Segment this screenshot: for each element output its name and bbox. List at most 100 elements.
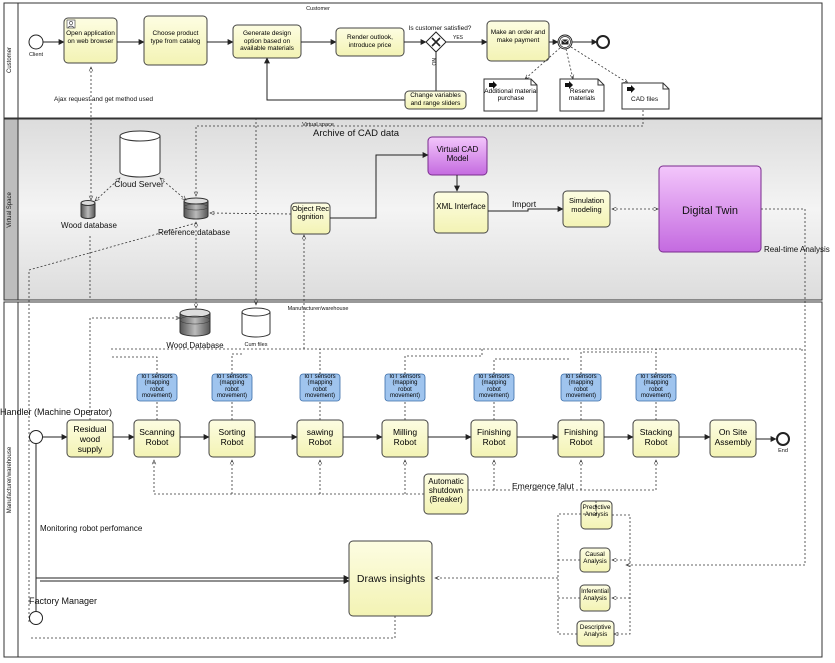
iot-sensor-2[interactable]: IoT sensors (mapping robot movement): [211, 373, 253, 402]
task-label: Draws insights: [357, 573, 425, 585]
task-label: Predictive Analysis: [582, 504, 611, 518]
cum-files-cylinder[interactable]: Cum files: [241, 307, 271, 348]
robot-milling[interactable]: Milling Robot: [381, 419, 429, 458]
digital-twin[interactable]: Digital Twin: [658, 165, 762, 253]
intermediate-message-event[interactable]: [557, 34, 573, 50]
factory-manager-label: Factory Manager: [29, 596, 97, 606]
robot-finishing-1[interactable]: Finishing Robot: [470, 419, 518, 458]
wood-database-label: Wood Database: [166, 341, 224, 350]
wood-database-label: Wood database: [61, 221, 117, 230]
sensor-label: IoT sensors (mapping robot movement): [565, 374, 597, 400]
start-label: Client: [29, 52, 44, 58]
lane-label-customer: Customer: [7, 47, 13, 73]
virtual-cad-model[interactable]: Virtual CAD Model: [427, 136, 488, 176]
task-make-order[interactable]: Make an order and make payment: [486, 20, 550, 62]
ajax-note: Ajax request and get method used: [54, 96, 153, 103]
wood-database-cylinder-2[interactable]: Wood Database: [166, 308, 224, 350]
robot-label: sawing Robot: [306, 427, 334, 447]
sensor-label: IoT sensors (mapping robot movement): [389, 374, 421, 400]
user-icon: [66, 19, 76, 29]
task-label: Change variables and range sliders: [410, 92, 461, 107]
gateway-question: Is customer satisfied?: [409, 25, 472, 32]
document-additional-material[interactable]: Additional material purchase: [482, 78, 540, 112]
task-draws-insights[interactable]: Draws insights: [348, 540, 433, 617]
task-render-outlook[interactable]: Render outlook, introduce price: [335, 27, 405, 57]
task-label: XML Interface: [436, 202, 486, 211]
task-descriptive-analysis[interactable]: Descriptive Analysis: [576, 620, 615, 647]
sensor-links: [111, 349, 657, 420]
task-automatic-shutdown[interactable]: Automatic shutdown (Breaker): [423, 473, 469, 515]
robot-label: Milling Robot: [392, 427, 418, 447]
task-residual-wood[interactable]: Residual wood supply: [66, 419, 114, 458]
task-label: Object Recognition: [291, 205, 330, 221]
cloud-server-cylinder[interactable]: Cloud Server: [114, 130, 164, 189]
task-label: Inferential Analysis: [581, 588, 609, 602]
task-generate-design[interactable]: Generate design option based on availabl…: [232, 24, 302, 59]
task-label: Virtual CAD Model: [436, 145, 479, 163]
task-inferential-analysis[interactable]: Inferential Analysis: [579, 584, 611, 612]
robot-label: Scanning Robot: [139, 427, 175, 447]
task-label: Choose product type from catalog: [150, 30, 201, 45]
cum-files-label: Cum files: [245, 342, 268, 348]
document-label: CAD files: [631, 96, 659, 103]
document-label: Reserve materials: [568, 88, 596, 102]
arrow-right-icon: [627, 85, 635, 93]
task-object-recognition[interactable]: Object Recognition: [290, 202, 331, 235]
task-label: On Site Assembly: [714, 427, 752, 447]
robot-sorting[interactable]: Sorting Robot: [208, 419, 256, 458]
iot-sensor-7[interactable]: IoT sensors (mapping robot movement): [635, 373, 677, 402]
envelope-icon: [561, 39, 569, 45]
document-reserve-materials[interactable]: Reserve materials: [559, 78, 605, 112]
task-change-variables[interactable]: Change variables and range sliders: [404, 90, 467, 110]
task-predictive-analysis[interactable]: Predictive Analysis: [580, 500, 613, 530]
sensor-label: IoT sensors (mapping robot movement): [640, 374, 672, 400]
start-event-client[interactable]: Client: [28, 34, 44, 58]
wood-database-cylinder[interactable]: Wood database: [61, 200, 117, 231]
iot-sensor-5[interactable]: IoT sensors (mapping robot movement): [473, 373, 515, 402]
robot-scanning[interactable]: Scanning Robot: [133, 419, 181, 458]
iot-sensor-1[interactable]: IoT sensors (mapping robot movement): [136, 373, 178, 402]
pool-header-virtual: Virtual space: [302, 122, 334, 128]
task-label: Residual wood supply: [73, 424, 107, 454]
task-label: Automatic shutdown (Breaker): [428, 477, 464, 504]
digital-twin-label: Digital Twin: [682, 205, 738, 217]
end-event-customer[interactable]: [596, 35, 610, 49]
emergence-label: Emergence falut: [512, 481, 575, 491]
start-event-factory-manager[interactable]: [29, 611, 43, 625]
cloud-server-label: Cloud Server: [114, 179, 164, 189]
sensor-label: IoT sensors (mapping robot movement): [478, 374, 510, 400]
document-cad-files[interactable]: CAD files: [621, 82, 670, 110]
robot-label: Finishing Robot: [563, 427, 599, 447]
task-xml-interface[interactable]: XML Interface: [433, 191, 489, 234]
pool-header-customer: Customer: [306, 6, 330, 12]
sensor-label: IoT sensors (mapping robot movement): [304, 374, 336, 400]
iot-sensor-4[interactable]: IoT sensors (mapping robot movement): [384, 373, 426, 402]
arrow-right-icon: [565, 81, 573, 89]
lane-label-virtual: Virtual Space: [7, 192, 13, 228]
lane-label-manufacturer: Manufacturer/warehouse: [7, 446, 13, 513]
task-label: Generate design option based on availabl…: [240, 30, 294, 52]
robot-stacking[interactable]: Stacking Robot: [632, 419, 680, 458]
task-label: Simulation modeling: [568, 197, 605, 214]
robot-label: Finishing Robot: [476, 427, 512, 447]
robot-label: Stacking Robot: [639, 427, 673, 447]
task-label: Open application on web browser: [66, 30, 115, 45]
x-icon: [431, 37, 441, 47]
robot-sawing[interactable]: sawing Robot: [296, 419, 344, 458]
end-event-manufacturer[interactable]: End: [776, 432, 790, 454]
analysis-links: [435, 501, 631, 634]
pool-header-manufacturer: Manufacturer/warehouse: [288, 306, 349, 312]
document-label: Additional material purchase: [484, 88, 538, 102]
arrow-right-icon: [489, 81, 497, 89]
task-label: Descriptive Analysis: [579, 624, 612, 638]
sensor-label: IoT sensors (mapping robot movement): [141, 374, 173, 400]
iot-sensor-6[interactable]: IoT sensors (mapping robot movement): [560, 373, 602, 402]
task-open-application[interactable]: Open application on web browser: [63, 17, 118, 64]
task-simulation-modeling[interactable]: Simulation modeling: [562, 190, 611, 228]
iot-sensor-3[interactable]: IoT sensors (mapping robot movement): [299, 373, 341, 402]
task-causal-analysis[interactable]: Causal Analysis: [579, 547, 611, 573]
robot-finishing-2[interactable]: Finishing Robot: [557, 419, 605, 458]
start-event-operator[interactable]: [29, 430, 43, 444]
task-on-site-assembly[interactable]: On Site Assembly: [709, 419, 757, 458]
task-choose-product[interactable]: Choose product type from catalog: [143, 15, 208, 66]
